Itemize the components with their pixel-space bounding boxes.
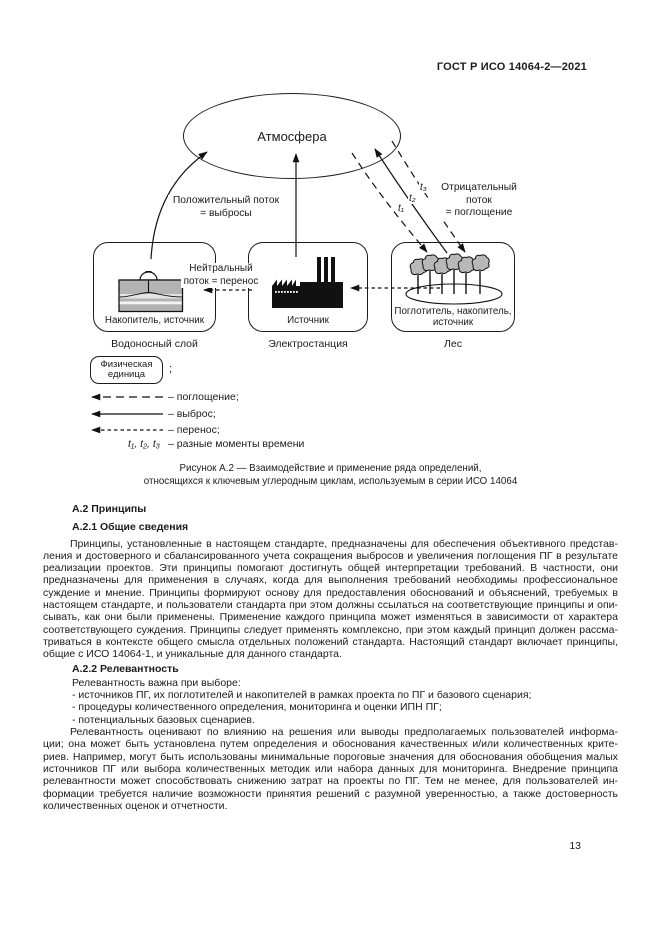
section-title: А.2 Принципы [72, 503, 147, 515]
relevance-intro: Релевантность важна при выборе: [72, 676, 241, 689]
legend-label-removal: – поглощение; [168, 391, 239, 403]
running-header: ГОСТ Р ИСО 14064-2—2021 [436, 61, 587, 73]
positive-flow-label: Положительный поток = выбросы [168, 195, 284, 220]
node-caption-forest: Лес [444, 338, 462, 350]
node-role-label: Поглотитель, накопитель, источник [394, 306, 512, 328]
node-role-label: Накопитель, источник [104, 314, 205, 326]
page-number: 13 [569, 840, 581, 852]
power-plant-icon [272, 257, 343, 308]
text-line: ции; она может быть установлена путем оп… [43, 738, 618, 751]
neutral-flow-label: Нейтральный поток = перенос [181, 263, 261, 288]
text-line: соответствующего суждения. Принципы след… [43, 623, 618, 636]
text-line: количественных оценок и отчетности. [43, 799, 228, 812]
subsection-title-relevance: А.2.2 Релевантность [72, 662, 179, 675]
node-caption-aquifer: Водоносный слой [111, 338, 198, 350]
legend-label-emission: – выброс; [168, 408, 216, 420]
text-line: формации требуется наличие возможности п… [43, 787, 618, 800]
unit-box-suffix: ; [169, 363, 173, 375]
bullet-item: - потенциальных базовых сценариев. [72, 713, 255, 726]
text-line: ления и достоверного и сбалансированного… [43, 549, 618, 562]
time-marker-t3: t₃ [419, 182, 428, 193]
node-role-label: Источник [287, 314, 329, 326]
subsection-title-general: А.2.1 Общие сведения [72, 521, 189, 534]
bullet-item: - процедуры количественного определения,… [72, 701, 442, 714]
paragraph-relevance: Релевантность оценивают по влиянию на ре… [43, 726, 618, 812]
aquifer-icon [118, 271, 184, 313]
legend-label-time: – разные моменты времени [168, 438, 305, 450]
negative-flow-label: Отрицательный поток = поглощение [428, 182, 530, 220]
text-line: триваться в контексте общего смысла отде… [43, 635, 618, 648]
node-caption-power-plant: Электростанция [268, 338, 348, 350]
text-line: релевантности может способствовать сниже… [43, 775, 618, 788]
legend-time-markers: t₁, t₂, t₃ [128, 438, 160, 450]
power-plant-node: Источник [248, 242, 368, 332]
text-line: Релевантность оценивают по влиянию на ре… [70, 726, 618, 739]
text-line: источников ПГ или выбора количественных … [43, 762, 618, 775]
text-line: предназначены для применения в случаях, … [43, 574, 618, 587]
text-line: реализации проектов. Эти принципы помога… [43, 562, 618, 575]
forest-node: Поглотитель, накопитель, источник [391, 242, 515, 332]
relevance-bullet-list: - источников ПГ, их поглотителей и накоп… [43, 689, 618, 726]
figure-caption: Рисунок А.2 — Взаимодействие и применени… [143, 463, 518, 487]
forest-icon [405, 253, 503, 305]
atmosphere-node: Атмосфера [183, 93, 401, 179]
physical-unit-box: Физическая единица [90, 356, 163, 384]
time-marker-t2: t₂ [408, 193, 417, 204]
paragraph-general: Принципы, установленные в настоящем стан… [43, 538, 618, 661]
bullet-item: - источников ПГ, их поглотителей и накоп… [72, 689, 532, 702]
legend-label-transfer: – перенос; [168, 424, 220, 436]
text-line: общие с ИСО 14064-1, и уникальные для да… [43, 648, 342, 661]
text-line: Принципы, установленные в настоящем стан… [70, 537, 618, 550]
body-text: А.2 Принципы А.2.1 Общие сведения Принци… [43, 503, 618, 812]
atmosphere-label: Атмосфера [257, 128, 327, 144]
time-marker-t1: t₁ [397, 203, 405, 214]
text-line: суждение и мнение. Принципы формируют ос… [43, 586, 618, 599]
text-line: риев. Например, могут быть использованы … [43, 750, 618, 763]
text-line: сывать, как они были применены. Применен… [43, 611, 618, 624]
text-line: настоящем стандарте, и пользователи стан… [43, 599, 618, 612]
